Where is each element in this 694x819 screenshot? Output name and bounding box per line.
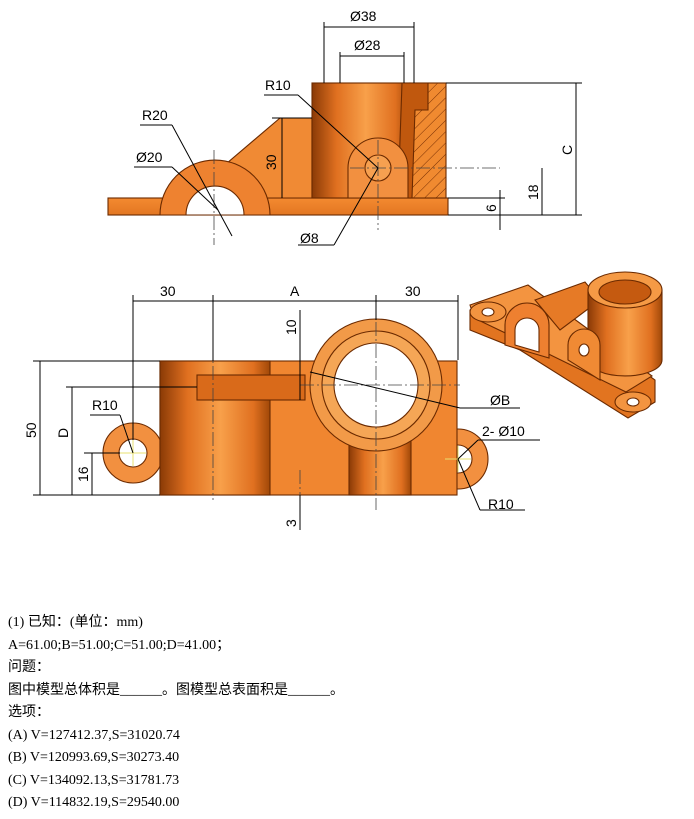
dim-h18: 18 xyxy=(525,184,541,200)
option-d[interactable]: (D) V=114832.19,S=29540.00 xyxy=(8,795,180,810)
dim-d: D xyxy=(55,428,71,438)
front-base-plate xyxy=(107,197,449,216)
iso-left-ear-hole xyxy=(481,307,495,317)
top-view: 30 A 30 10 50 D 16 R10 ØB 2- Ø10 R10 xyxy=(23,283,540,530)
dim-a: A xyxy=(290,283,300,299)
option-c[interactable]: (C) V=134092.13,S=31781.73 xyxy=(8,772,180,788)
dim-w30-left: 30 xyxy=(160,283,176,299)
dim-r20: R20 xyxy=(142,107,168,123)
dim-d38: Ø38 xyxy=(350,8,377,24)
iso-arch-hole xyxy=(514,317,540,353)
top-rib xyxy=(196,374,306,401)
problem-label: 问题： xyxy=(8,660,50,675)
dim-h50: 50 xyxy=(23,422,39,438)
engineering-drawing: Ø38 Ø28 R10 R20 Ø20 30 C 18 6 xyxy=(23,8,663,530)
dim-holes: 2- Ø10 xyxy=(482,423,525,439)
dim-r10-right: R10 xyxy=(488,496,514,512)
dim-d28: Ø28 xyxy=(354,37,381,53)
dim-d8: Ø8 xyxy=(300,230,319,246)
dim-r10-left: R10 xyxy=(92,397,118,413)
dim-c: C xyxy=(559,145,575,155)
dim-h6: 6 xyxy=(483,204,499,212)
option-a[interactable]: (A) V=127412.37,S=31020.74 xyxy=(8,727,180,743)
dim-h10: 10 xyxy=(283,319,299,335)
front-view: Ø38 Ø28 R10 R20 Ø20 30 C 18 6 xyxy=(107,8,582,246)
option-b[interactable]: (B) V=120993.69,S=30273.40 xyxy=(8,750,180,765)
dim-w30-right: 30 xyxy=(405,283,421,299)
given-values: A=61.00;B=51.00;C=51.00;D=41.00； xyxy=(8,637,231,653)
dim-h30-front: 30 xyxy=(263,154,279,170)
dim-phi-b: ØB xyxy=(490,392,510,408)
dim-r10-front: R10 xyxy=(265,77,291,93)
options-label: 选项： xyxy=(8,705,50,720)
dim-d20: Ø20 xyxy=(136,149,163,165)
isometric-view xyxy=(469,271,663,419)
given-label: (1) 已知：(单位：mm) xyxy=(8,615,143,630)
dim-h3: 3 xyxy=(283,519,299,527)
dim-h16: 16 xyxy=(75,466,91,482)
question-block: (1) 已知：(单位：mm) A=61.00;B=51.00;C=51.00;D… xyxy=(8,612,688,815)
iso-side-hole xyxy=(578,343,590,357)
iso-right-ear-hole xyxy=(626,397,640,407)
iso-cylinder-bore xyxy=(598,279,652,305)
problem-text: 图中模型总体积是______。图模型总表面积是______。 xyxy=(8,682,344,698)
